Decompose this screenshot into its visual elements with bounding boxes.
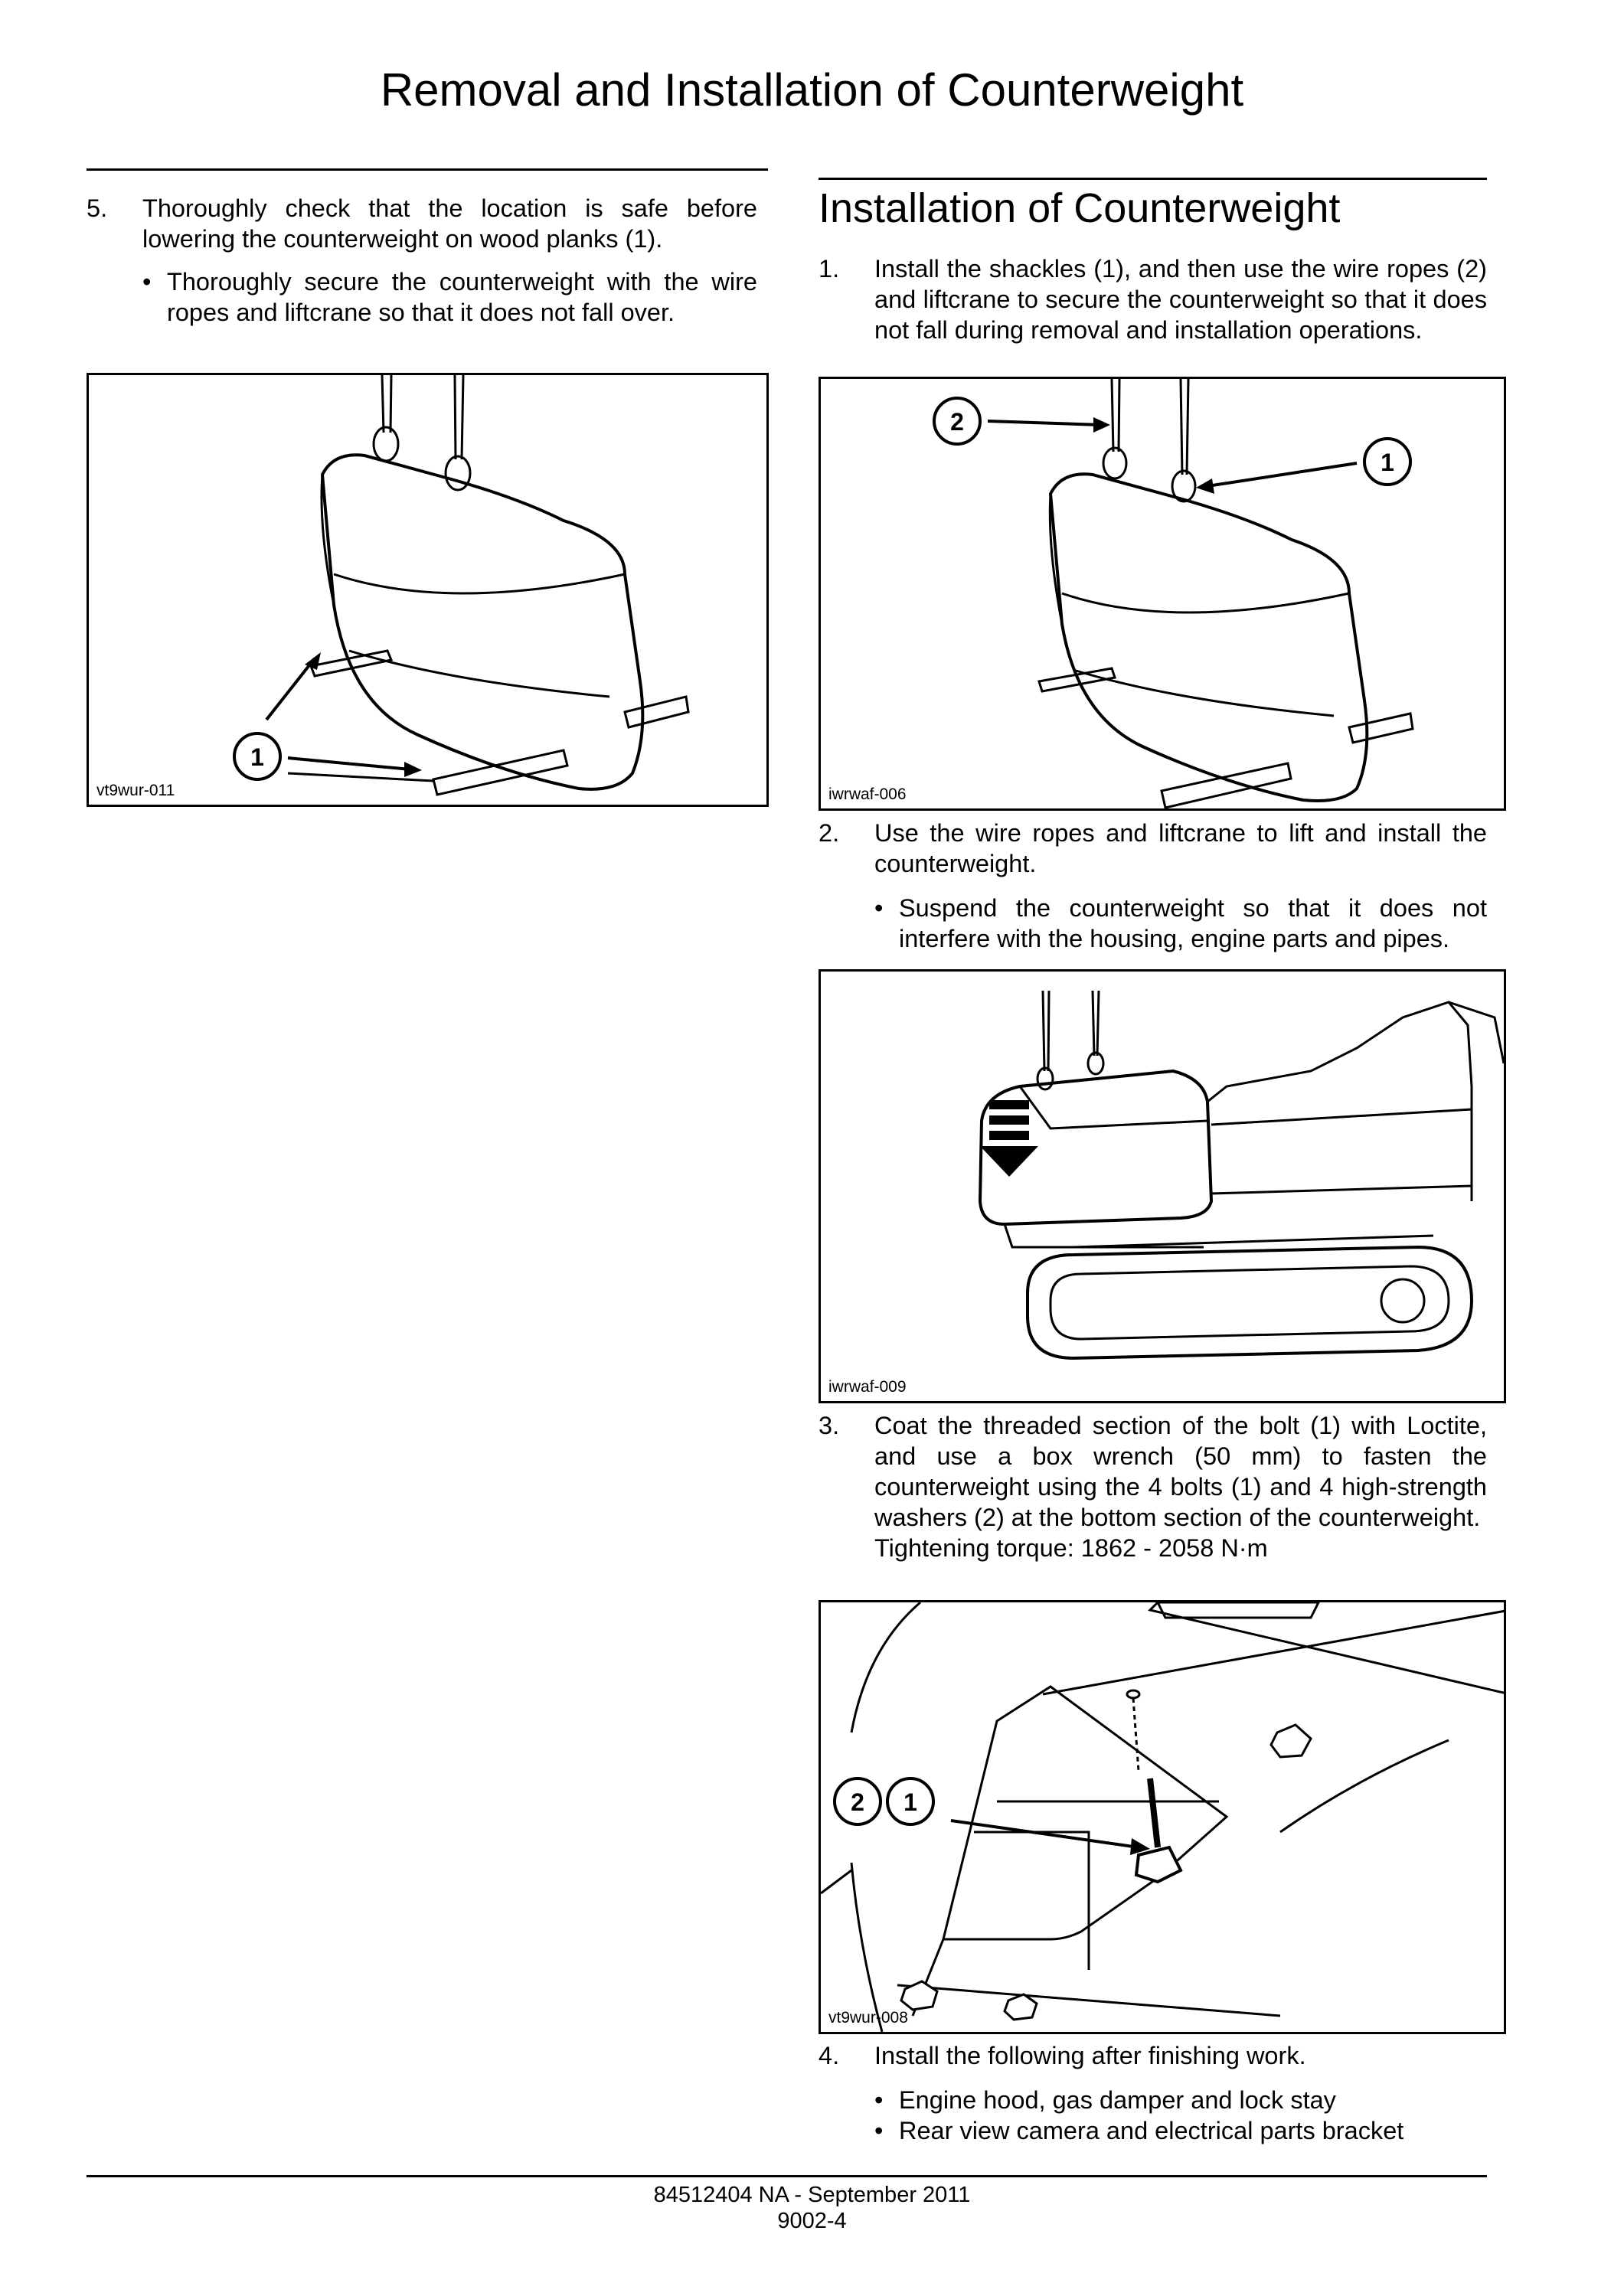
right-step-4: 4. Install the following after finishing…	[819, 2040, 1487, 2146]
section-heading: Installation of Counterweight	[819, 185, 1341, 231]
bolts-illustration: 2 1	[821, 1602, 1504, 2032]
lift-install-illustration	[978, 990, 1504, 1360]
step-number: 2.	[819, 819, 840, 847]
step-text: Coat the threaded section of the bolt (1…	[874, 1412, 1487, 1531]
callout-2: 2	[851, 1788, 864, 1816]
callout-1: 1	[903, 1788, 917, 1816]
callout-1: 1	[1381, 449, 1394, 476]
step-number: 3.	[819, 1412, 840, 1439]
bullet-dot: •	[874, 894, 884, 922]
torque-spec: Tightening torque: 1862 - 2058 N·m	[874, 1534, 1268, 1562]
bullet-dot: •	[874, 2117, 884, 2144]
down-arrow-icon	[980, 1146, 1038, 1177]
right-step-2: 2. Use the wire ropes and liftcrane to l…	[819, 818, 1487, 954]
figure-id: iwrwaf-009	[828, 1378, 907, 1396]
bullet-text: Thoroughly secure the counterweight with…	[167, 268, 757, 326]
figure-lift-install: iwrwaf-009	[819, 969, 1506, 1403]
bullet-dot: •	[142, 268, 152, 296]
wire-rope	[381, 375, 385, 433]
figure-counterweight-on-planks: 1 vt9wur-011	[87, 373, 769, 807]
bullet-text: Rear view camera and electrical parts br…	[899, 2117, 1404, 2144]
callout-2: 2	[950, 408, 964, 436]
footer-page-number: 9002-4	[777, 2209, 847, 2233]
step-number: 4.	[819, 2042, 840, 2069]
right-step-3: 3. Coat the threaded section of the bolt…	[819, 1410, 1487, 1563]
bullet-text: Engine hood, gas damper and lock stay	[899, 2086, 1336, 2114]
figure-shackles-wire-ropes: 2 1 iwrwaf-006	[819, 377, 1506, 811]
step-number: 5.	[87, 194, 108, 222]
bullet-dot: •	[874, 2086, 884, 2114]
shackles-illustration: 2 1	[933, 379, 1414, 808]
header-rule-right	[819, 178, 1487, 180]
figure-id: vt9wur-011	[96, 782, 175, 799]
step-text: Thoroughly check that the location is sa…	[142, 194, 757, 253]
figure-id: iwrwaf-006	[828, 785, 907, 803]
footer-rule	[87, 2175, 1487, 2177]
step-text: Install the shackles (1), and then use t…	[874, 255, 1487, 344]
bullet-text: Suspend the counterweight so that it doe…	[899, 894, 1487, 952]
step-text: Install the following after finishing wo…	[874, 2042, 1306, 2069]
callout-1: 1	[250, 743, 264, 771]
right-step-1: 1. Install the shackles (1), and then us…	[819, 253, 1487, 345]
page-title: Removal and Installation of Counterweigh…	[380, 64, 1244, 116]
step-text: Use the wire ropes and liftcrane to lift…	[874, 819, 1487, 877]
left-step-5: 5. Thoroughly check that the location is…	[87, 193, 757, 328]
footer-doc-number: 84512404 NA - September 2011	[653, 2183, 971, 2207]
counterweight-planks-illustration: 1	[233, 375, 690, 796]
header-rule-left	[87, 168, 768, 171]
figure-id: vt9wur-008	[828, 2009, 908, 2027]
step-number: 1.	[819, 255, 840, 283]
figure-bolts-washers: 2 1 vt9wur-008	[819, 1600, 1506, 2034]
